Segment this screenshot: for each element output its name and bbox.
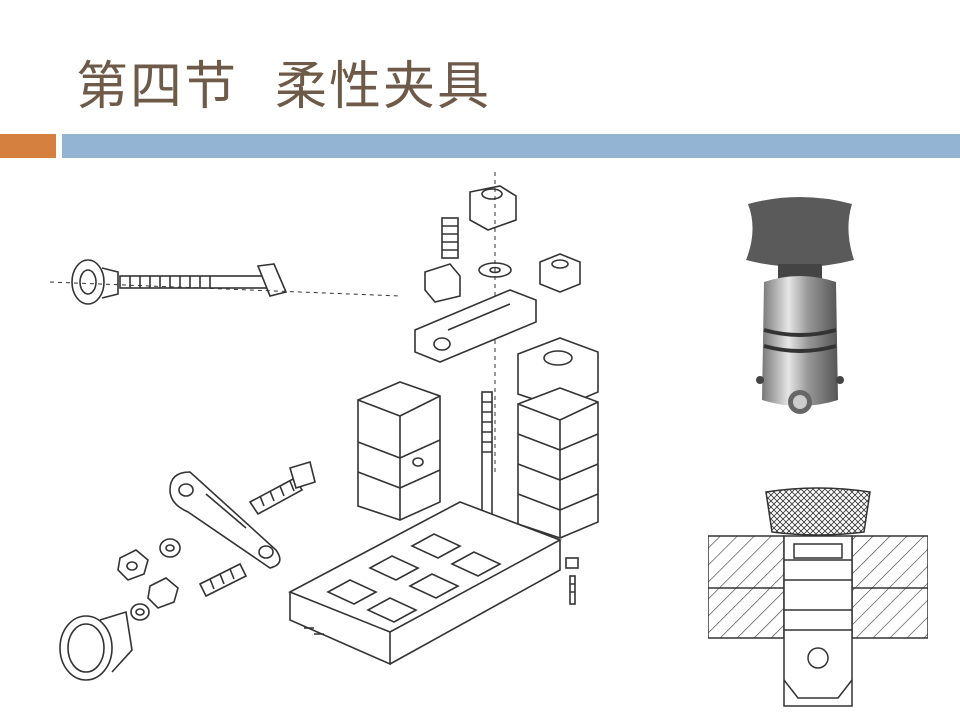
exploded-fixture-assembly-drawing xyxy=(40,172,680,682)
support-block-left-icon xyxy=(357,381,441,521)
title-accent-orange xyxy=(0,134,56,158)
locating-pin-section-drawing xyxy=(708,480,928,710)
right-nut-icon xyxy=(539,253,581,293)
locating-pin-photo xyxy=(730,190,870,440)
title-accent-blue xyxy=(62,134,960,158)
nuts-washers-icon xyxy=(117,538,181,621)
knob-screw-icon xyxy=(49,259,401,305)
link-plate-icon xyxy=(169,471,281,569)
clamp-arm-icon xyxy=(414,289,537,363)
support-block-right-icon xyxy=(517,337,599,539)
spring-screw-icon xyxy=(198,460,316,598)
knurled-knob-icon xyxy=(59,610,133,681)
top-nut-icon xyxy=(469,185,517,278)
base-plate-icon xyxy=(288,501,562,666)
small-bolt-icon xyxy=(565,557,579,605)
small-screw-icon xyxy=(424,217,461,303)
slide-title: 第四节 柔性夹具 xyxy=(76,57,492,117)
